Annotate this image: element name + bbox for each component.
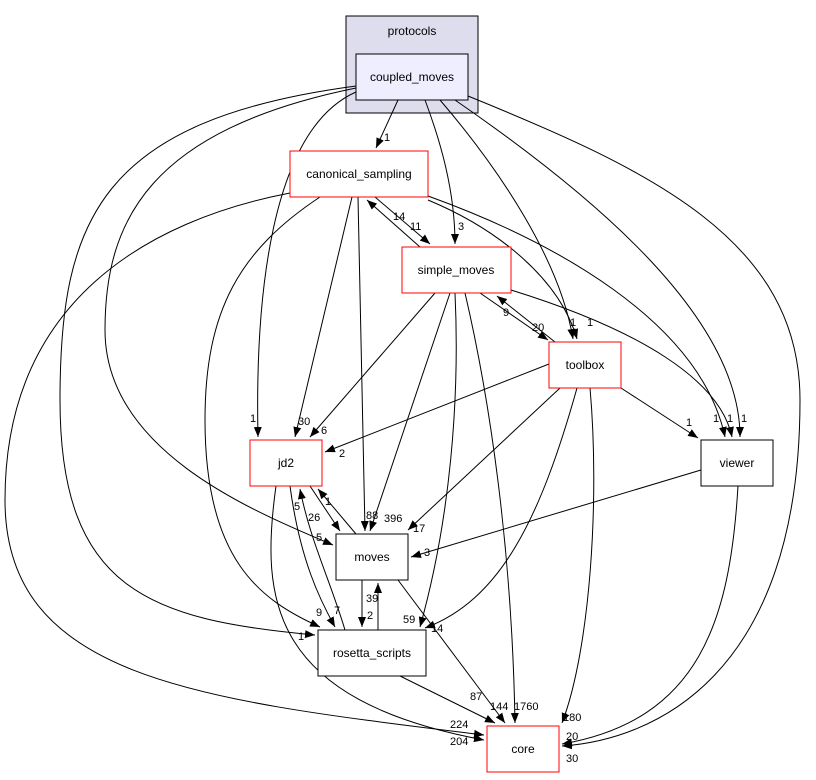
edge xyxy=(293,196,353,438)
edge xyxy=(397,579,506,724)
edge-label[interactable]: 1 xyxy=(741,413,747,425)
node-viewer[interactable]: viewer xyxy=(700,439,774,487)
edge xyxy=(309,292,436,438)
edge-label[interactable]: 3 xyxy=(458,221,464,233)
edge xyxy=(510,289,734,438)
edge xyxy=(418,292,457,628)
edge xyxy=(424,99,459,245)
edge-label[interactable]: 204 xyxy=(450,736,468,748)
edge xyxy=(369,292,451,532)
edge-label[interactable]: 17 xyxy=(413,523,425,535)
edge xyxy=(561,485,739,747)
node-label: coupled_moves xyxy=(370,70,454,84)
node-label: core xyxy=(511,742,535,756)
edge-label[interactable]: 9 xyxy=(503,307,509,319)
edge xyxy=(561,387,595,724)
edge-label[interactable]: 1 xyxy=(727,413,733,425)
node-toolbox[interactable]: toolbox xyxy=(548,341,622,389)
edge-label[interactable]: 144 xyxy=(490,701,508,713)
edge xyxy=(454,99,744,438)
edge-label[interactable]: 87 xyxy=(470,691,482,703)
edge xyxy=(357,196,369,532)
edge-label[interactable]: 2 xyxy=(367,610,373,622)
edge-label[interactable]: 5 xyxy=(316,532,322,544)
edge xyxy=(317,488,357,535)
edge-label[interactable]: 20 xyxy=(532,322,544,334)
edge-label[interactable]: 26 xyxy=(308,512,320,524)
edge xyxy=(4,192,485,738)
node-label: simple_moves xyxy=(418,263,495,277)
edge-label[interactable]: 396 xyxy=(384,513,402,525)
edge xyxy=(309,485,341,532)
edge-label[interactable]: 59 xyxy=(403,614,415,626)
node-rosetta-scripts[interactable]: rosetta_scripts xyxy=(317,629,427,677)
node-label: canonical_sampling xyxy=(306,167,411,181)
edge xyxy=(289,485,336,628)
edge xyxy=(399,675,496,724)
edge-label[interactable]: 39 xyxy=(366,593,378,605)
edge-label[interactable]: 14 xyxy=(393,211,405,223)
node-canonical-sampling[interactable]: canonical_sampling xyxy=(289,150,429,198)
cluster-label: protocols xyxy=(388,24,437,38)
edge xyxy=(479,292,549,341)
edge-label[interactable]: 3 xyxy=(424,547,430,559)
edge xyxy=(298,488,346,631)
edge-labels: 1 3 1 1 20 1 5 1 11 14 30 88 1 1 9 224 2… xyxy=(250,132,747,765)
edge xyxy=(366,199,421,248)
node-core[interactable]: core xyxy=(486,725,560,773)
edge xyxy=(324,363,550,453)
edge-label[interactable]: 7 xyxy=(334,605,340,617)
edges xyxy=(4,85,801,750)
edge-label[interactable]: 224 xyxy=(450,719,468,731)
edge xyxy=(270,485,485,743)
edge xyxy=(104,87,357,546)
edge-label[interactable]: 14 xyxy=(431,623,443,635)
edge xyxy=(407,387,561,531)
edge-label[interactable]: 1 xyxy=(570,317,576,329)
edge-label[interactable]: 1 xyxy=(250,413,256,425)
node-label: viewer xyxy=(720,456,755,470)
edge-label[interactable]: 30 xyxy=(566,753,578,765)
edge xyxy=(253,91,357,438)
edge xyxy=(204,196,321,628)
node-simple-moves[interactable]: simple_moves xyxy=(401,246,512,294)
edge-label[interactable]: 6 xyxy=(321,425,327,437)
edge-label[interactable]: 1 xyxy=(587,317,593,329)
edge xyxy=(496,295,556,343)
edge-label[interactable]: 5 xyxy=(294,501,300,513)
node-moves[interactable]: moves xyxy=(335,533,409,581)
node-coupled-moves[interactable]: coupled_moves xyxy=(355,53,469,101)
edge-label[interactable]: 1 xyxy=(325,496,331,508)
edge-label[interactable]: 1 xyxy=(384,132,390,144)
node-label: jd2 xyxy=(277,456,294,470)
edge-label[interactable]: 1760 xyxy=(514,701,538,713)
edge-label[interactable]: 2 xyxy=(339,448,345,460)
edge-label[interactable]: 20 xyxy=(566,731,578,743)
edge-label[interactable]: 11 xyxy=(410,221,421,233)
edge xyxy=(467,95,801,750)
edge-label[interactable]: 1 xyxy=(686,417,692,429)
node-label: moves xyxy=(354,550,389,564)
edge xyxy=(427,199,579,340)
node-jd2[interactable]: jd2 xyxy=(249,439,323,487)
edge xyxy=(620,387,699,439)
edge xyxy=(427,195,727,438)
edge xyxy=(59,85,357,639)
edge xyxy=(464,292,519,724)
edge-label[interactable]: 30 xyxy=(298,416,310,428)
edge-label[interactable]: 1 xyxy=(713,413,719,425)
edge xyxy=(424,387,578,629)
edge-label[interactable]: 9 xyxy=(316,607,322,619)
edge-label[interactable]: 1 xyxy=(298,631,304,643)
edge xyxy=(410,469,702,558)
edge-label[interactable]: 88 xyxy=(366,510,378,522)
edge xyxy=(374,196,431,245)
node-label: toolbox xyxy=(566,358,605,372)
node-label: rosetta_scripts xyxy=(333,646,411,660)
edge-label[interactable]: 180 xyxy=(563,712,581,724)
edge xyxy=(375,99,399,149)
